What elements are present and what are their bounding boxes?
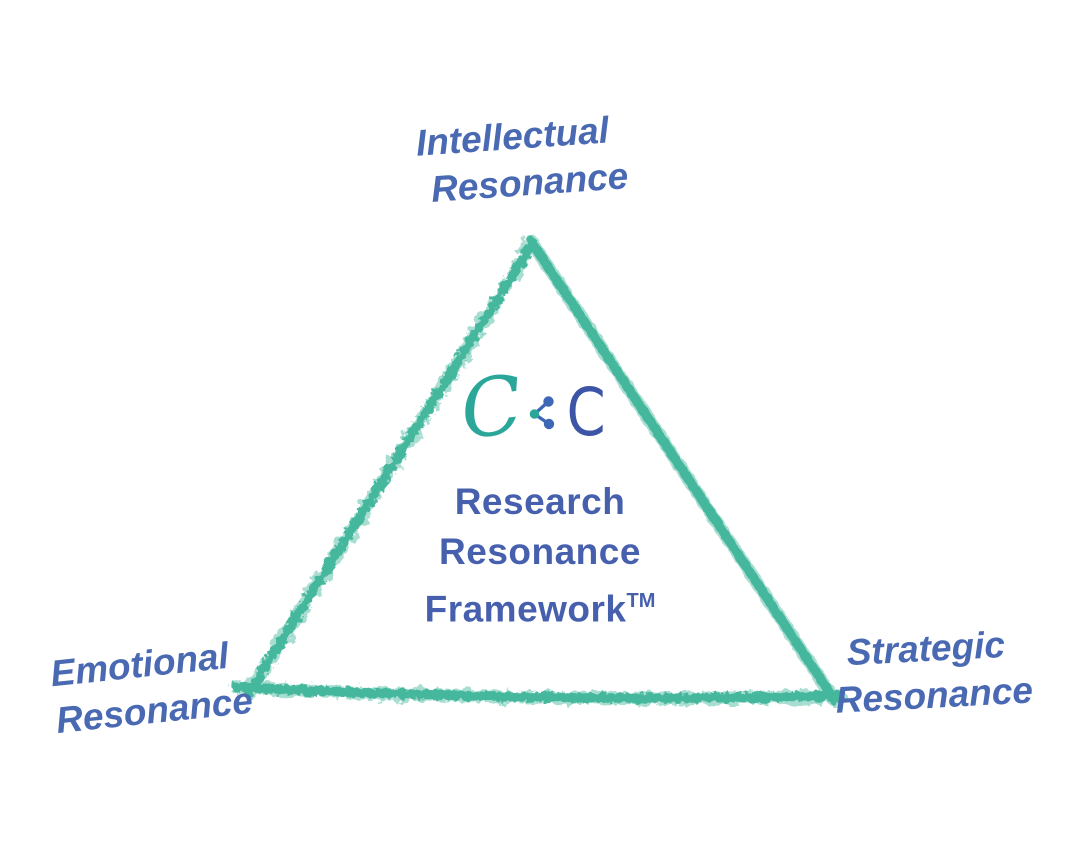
vertex-label-intellectual: Intellectual Resonance: [379, 104, 649, 216]
share-network-icon: [529, 396, 555, 430]
trademark-symbol: TM: [626, 590, 656, 612]
share-node-bottom: [543, 418, 555, 430]
title-line: Research: [454, 481, 626, 522]
triangle-right-edge-core: [526, 236, 840, 706]
title-line: Resonance: [439, 531, 641, 572]
triangle-bottom-edge-core: [231, 682, 844, 703]
triangle-left-edge-core: [244, 238, 538, 697]
share-node-top: [543, 396, 554, 407]
framework-title: Research Resonance FrameworkTM: [0, 477, 1080, 634]
title-line: FrameworkTM: [0, 577, 1080, 634]
vertex-label-strategic: Strategic Resonance: [810, 619, 1045, 725]
share-node-left: [529, 409, 540, 419]
title-line-text: Framework: [424, 588, 627, 630]
brand-logo: C C: [0, 357, 1075, 458]
logo-sans-letter: C: [566, 374, 606, 451]
logo-script-letter: C: [455, 357, 528, 458]
